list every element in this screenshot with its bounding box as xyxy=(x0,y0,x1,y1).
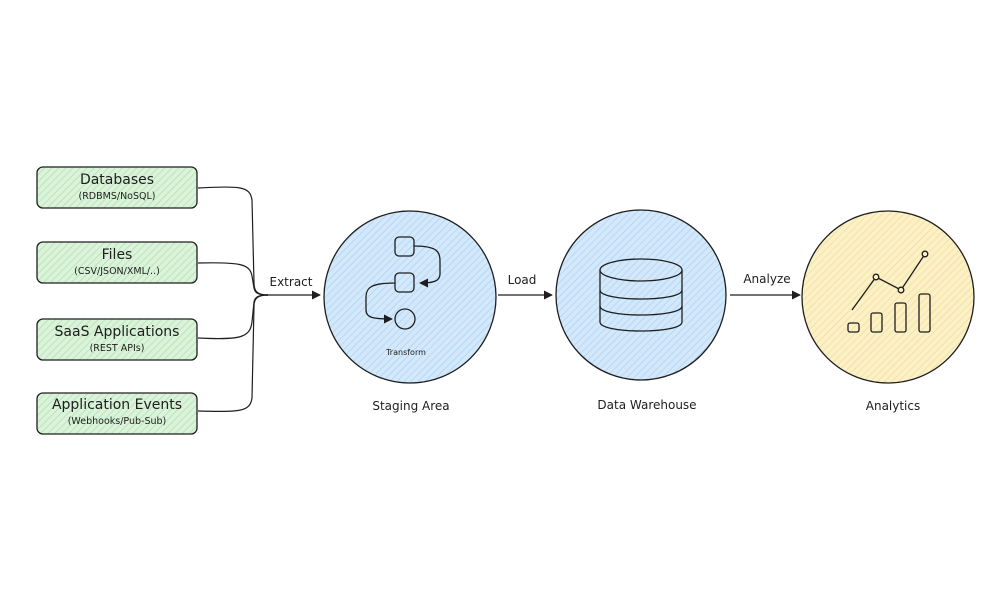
edge-label-load: Load xyxy=(508,273,537,287)
source-subtitle: (CSV/JSON/XML/..) xyxy=(74,266,160,277)
source-title: Databases xyxy=(80,172,154,188)
bar-line-chart-icon xyxy=(847,250,931,333)
source-databases[interactable]: Databases (RDBMS/NoSQL) xyxy=(36,166,198,209)
database-icon xyxy=(599,258,683,332)
stage-analytics[interactable] xyxy=(801,210,975,384)
source-title: Application Events xyxy=(52,397,182,413)
source-application-events[interactable]: Application Events (Webhooks/Pub-Sub) xyxy=(36,392,198,435)
source-subtitle: (RDBMS/NoSQL) xyxy=(79,191,156,202)
transform-label: Transform xyxy=(385,348,426,357)
extract-connectors xyxy=(197,186,269,412)
stage-label-staging-area: Staging Area xyxy=(372,399,449,413)
source-title: Files xyxy=(102,247,133,263)
edge-label-extract: Extract xyxy=(270,275,313,289)
edge-label-analyze: Analyze xyxy=(743,272,790,286)
stage-label-data-warehouse: Data Warehouse xyxy=(597,398,696,412)
source-subtitle: (Webhooks/Pub-Sub) xyxy=(68,416,167,427)
source-title: SaaS Applications xyxy=(55,324,180,340)
stage-staging-area[interactable]: Transform xyxy=(323,210,497,384)
source-saas-applications[interactable]: SaaS Applications (REST APIs) xyxy=(36,318,198,361)
transform-flow-icon xyxy=(365,236,441,330)
stage-data-warehouse[interactable] xyxy=(555,209,727,381)
source-subtitle: (REST APIs) xyxy=(90,343,145,354)
source-files[interactable]: Files (CSV/JSON/XML/..) xyxy=(36,241,198,284)
stage-label-analytics: Analytics xyxy=(866,399,921,413)
